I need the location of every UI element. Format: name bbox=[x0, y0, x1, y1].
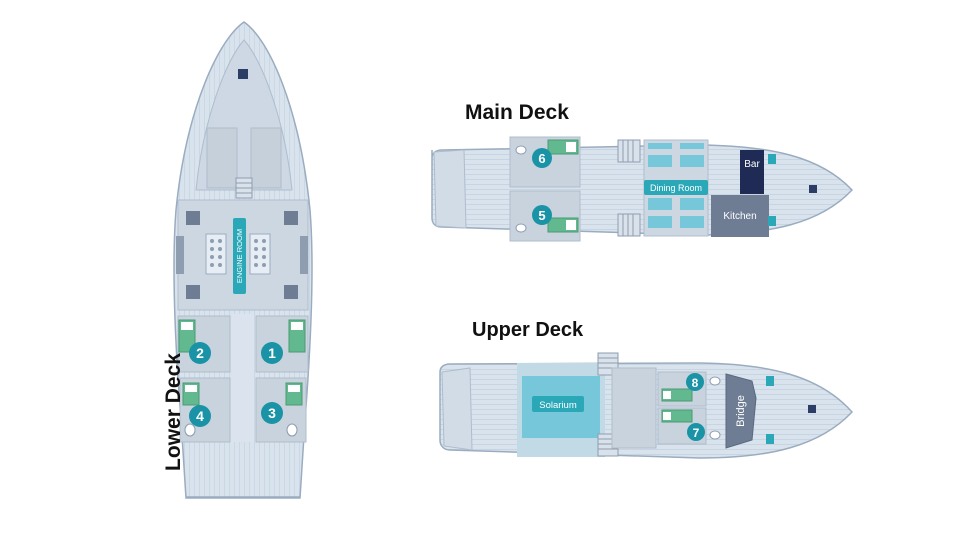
cabin-badge bbox=[532, 148, 552, 168]
main-stairs bbox=[617, 139, 641, 237]
dining-room-label: Dining Room bbox=[650, 183, 702, 193]
lower-bow-locker-right bbox=[250, 127, 282, 189]
upper-deck-title: Upper Deck bbox=[472, 319, 584, 341]
cabin-5[interactable]: 5 bbox=[509, 190, 581, 242]
engine-block-br bbox=[284, 285, 298, 299]
upper-center-block bbox=[611, 367, 657, 449]
bar[interactable]: Bar bbox=[740, 150, 764, 194]
cabin-number: 4 bbox=[196, 408, 204, 424]
cabin-8[interactable]: 8 bbox=[657, 371, 707, 407]
bar-label: Bar bbox=[744, 159, 760, 170]
toilet-icon bbox=[709, 376, 721, 386]
toilet-icon bbox=[184, 423, 196, 437]
dining-room-label-box bbox=[644, 180, 708, 195]
dining-room[interactable]: Dining Room bbox=[643, 139, 709, 237]
pillow bbox=[566, 142, 576, 152]
lower-bow-stairs bbox=[235, 177, 253, 199]
engine-side-right bbox=[300, 236, 308, 274]
pillow bbox=[288, 385, 300, 392]
main-stern-platform bbox=[433, 149, 467, 229]
toilet-icon bbox=[709, 430, 721, 440]
lower-bow-marker bbox=[238, 69, 248, 79]
cabin-1[interactable]: 1 bbox=[255, 315, 309, 373]
bridge[interactable]: Bridge bbox=[725, 373, 757, 449]
engine-right bbox=[249, 233, 271, 275]
engine-room-label-box bbox=[233, 218, 246, 294]
kitchen-label: Kitchen bbox=[723, 211, 756, 222]
lower-deck: ENGINE ROOM 2 1 4 bbox=[173, 21, 313, 499]
pillow bbox=[185, 385, 197, 392]
cabin-number: 8 bbox=[692, 376, 699, 390]
engine-block-tl bbox=[186, 211, 200, 225]
solarium[interactable]: Solarium bbox=[517, 363, 605, 457]
bridge-label: Bridge bbox=[735, 395, 747, 427]
lower-deck-title: Lower Deck bbox=[162, 353, 185, 471]
cabin-number: 1 bbox=[268, 345, 276, 361]
upper-fridge-top bbox=[766, 376, 774, 386]
cabin-7[interactable]: 7 bbox=[657, 407, 707, 445]
cabin-badge bbox=[261, 342, 283, 364]
engine-room-label: ENGINE ROOM bbox=[235, 229, 244, 283]
engine-side-left bbox=[176, 236, 184, 274]
pillow bbox=[181, 322, 193, 330]
upper-deck: Solarium 8 7 Bri bbox=[439, 352, 854, 459]
pillow bbox=[663, 391, 671, 399]
lower-bow-locker-left bbox=[206, 127, 238, 189]
cabin-badge bbox=[261, 402, 283, 424]
upper-fridge-bottom bbox=[766, 434, 774, 444]
cabin-3[interactable]: 3 bbox=[255, 377, 307, 443]
lower-corridor bbox=[232, 314, 254, 442]
cabin-4[interactable]: 4 bbox=[179, 377, 231, 443]
engine-block-tr bbox=[284, 211, 298, 225]
cabin-badge bbox=[189, 342, 211, 364]
main-deck-hull bbox=[431, 144, 854, 236]
cabin-number: 6 bbox=[538, 151, 545, 166]
cabin-number: 7 bbox=[693, 426, 700, 440]
main-fridge-top bbox=[768, 154, 776, 164]
main-deck: 6 5 Dining Room bbox=[431, 136, 854, 242]
main-deck-title: Main Deck bbox=[465, 101, 569, 124]
cabin-6[interactable]: 6 bbox=[509, 136, 581, 188]
toilet-icon bbox=[515, 223, 527, 233]
cabin-2[interactable]: 2 bbox=[177, 315, 231, 373]
cabin-number: 2 bbox=[196, 345, 204, 361]
cabin-badge bbox=[686, 373, 704, 391]
pillow bbox=[663, 412, 671, 420]
cabin-badge bbox=[189, 405, 211, 427]
engine-block-bl bbox=[186, 285, 200, 299]
kitchen[interactable]: Kitchen bbox=[711, 195, 769, 237]
engine-left bbox=[205, 233, 227, 275]
solarium-label-box bbox=[532, 396, 584, 412]
toilet-icon bbox=[515, 145, 527, 155]
cabin-badge bbox=[687, 423, 705, 441]
pillow bbox=[291, 322, 303, 330]
main-fridge-bottom bbox=[768, 216, 776, 226]
cabin-number: 3 bbox=[268, 405, 276, 421]
dining-tables bbox=[648, 143, 704, 228]
upper-bow-marker bbox=[808, 405, 816, 413]
solarium-label: Solarium bbox=[539, 400, 577, 411]
cabin-badge bbox=[532, 205, 552, 225]
upper-stern-platform bbox=[441, 367, 473, 451]
pillow bbox=[566, 220, 576, 230]
toilet-icon bbox=[286, 423, 298, 437]
main-bow-marker bbox=[809, 185, 817, 193]
cabin-number: 5 bbox=[538, 208, 545, 223]
